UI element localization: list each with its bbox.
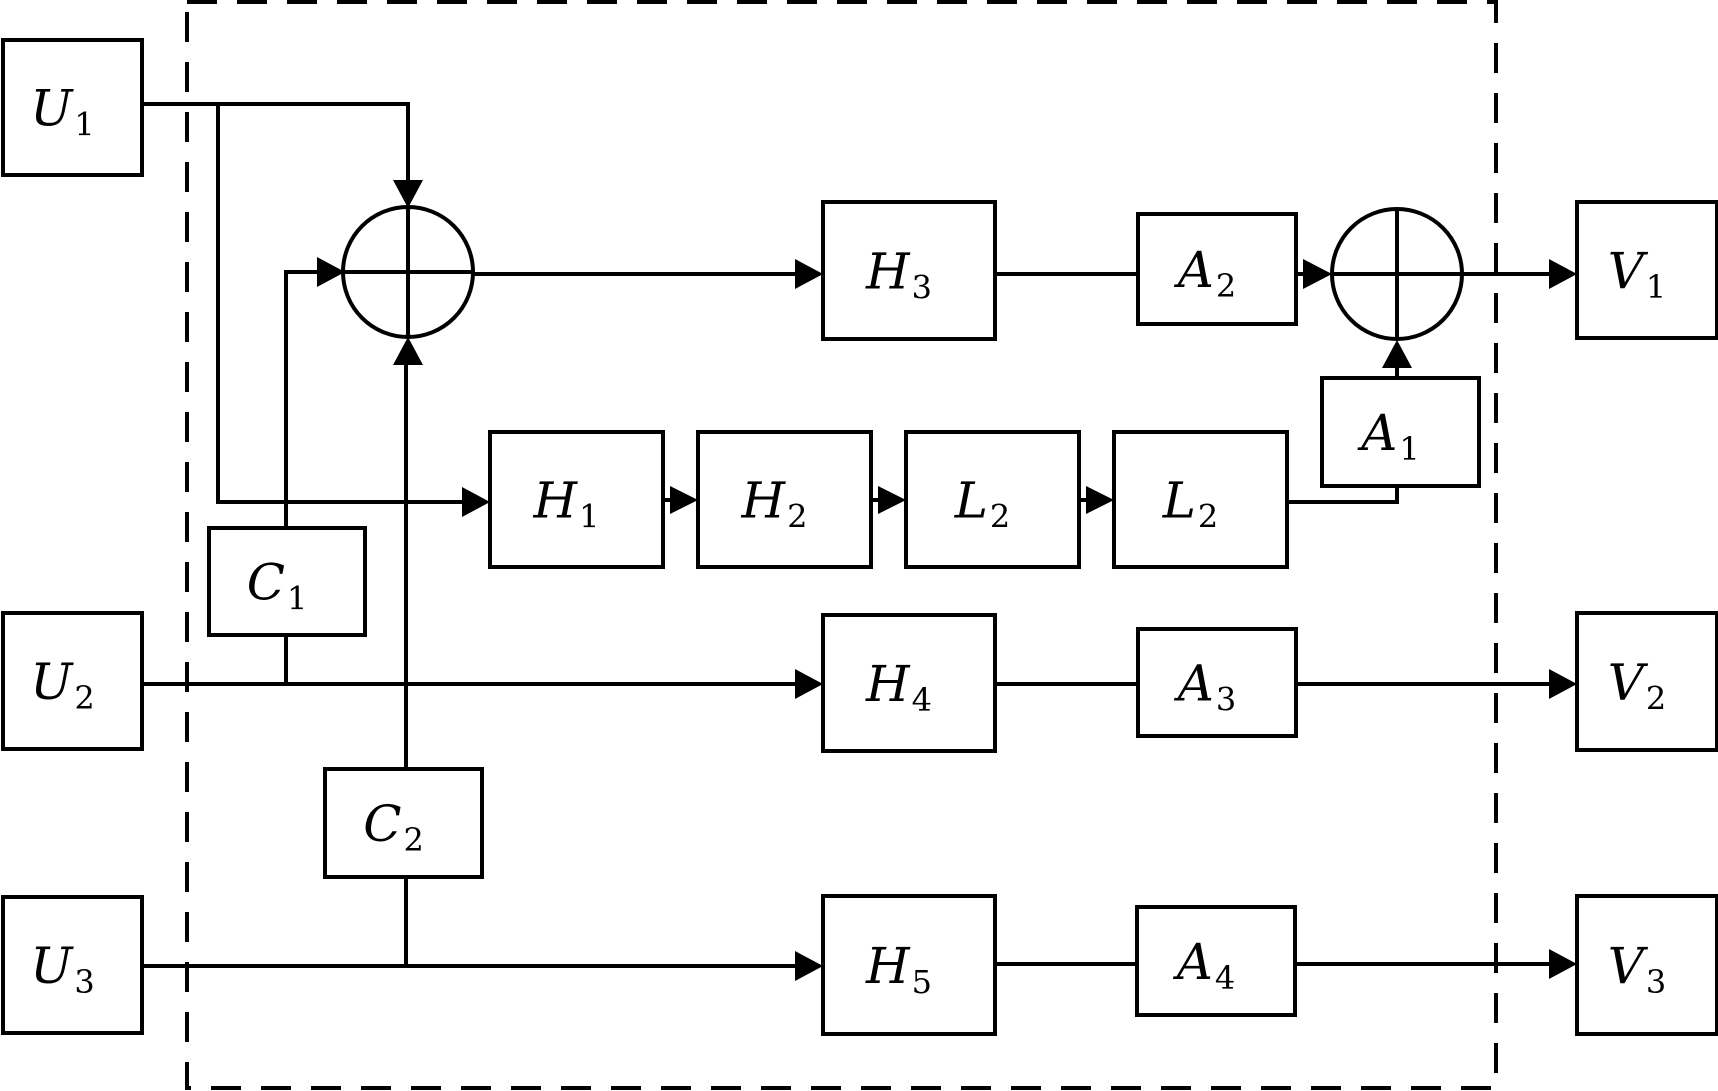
block-a2: A2 bbox=[1136, 212, 1298, 326]
block-frame bbox=[1575, 894, 1718, 1036]
block-label: A4 bbox=[1173, 933, 1235, 997]
arrowhead-right-s1 bbox=[317, 257, 345, 287]
block-frame bbox=[1575, 200, 1718, 340]
block-h2: H2 bbox=[696, 430, 873, 569]
arrowhead-right-h5 bbox=[795, 951, 823, 981]
arrowhead-right-v3 bbox=[1549, 949, 1577, 979]
block-h4: H4 bbox=[821, 613, 997, 753]
summing-junction-2 bbox=[1330, 207, 1464, 341]
block-h3: H3 bbox=[821, 200, 997, 341]
block-frame bbox=[821, 200, 997, 341]
block-l2b: L2 bbox=[1112, 430, 1289, 569]
block-label: H3 bbox=[865, 243, 932, 307]
block-label: A3 bbox=[1174, 655, 1236, 719]
arrowhead-right-s2 bbox=[1303, 259, 1332, 289]
output-block-v3: V3 bbox=[1575, 894, 1718, 1036]
block-frame bbox=[1575, 611, 1718, 752]
block-frame bbox=[1136, 212, 1298, 326]
block-a4: A4 bbox=[1135, 905, 1297, 1017]
block-frame bbox=[1135, 905, 1297, 1017]
arrowhead-right-h2 bbox=[670, 486, 698, 514]
block-label: L2 bbox=[1162, 472, 1219, 536]
block-label: V2 bbox=[1608, 654, 1666, 718]
block-a1: A1 bbox=[1320, 376, 1481, 488]
block-frame bbox=[904, 430, 1081, 569]
block-frame bbox=[1112, 430, 1289, 569]
input-block-u1: U1 bbox=[1, 38, 144, 177]
arrowhead-right-h1 bbox=[462, 487, 490, 517]
block-frame bbox=[1, 38, 144, 177]
block-a3: A3 bbox=[1136, 627, 1298, 738]
block-label: C1 bbox=[247, 554, 308, 618]
input-block-u3: U3 bbox=[1, 895, 144, 1035]
block-h1: H1 bbox=[488, 430, 665, 569]
arrowhead-up-s1 bbox=[393, 337, 423, 365]
block-label: L2 bbox=[954, 472, 1011, 536]
block-frame bbox=[1136, 627, 1298, 738]
block-frame bbox=[821, 613, 997, 753]
arrowhead-right-v1 bbox=[1549, 259, 1577, 289]
output-block-v2: V2 bbox=[1575, 611, 1718, 752]
block-frame bbox=[207, 526, 367, 637]
wire-l2b-a1 bbox=[1287, 486, 1399, 504]
block-label: A2 bbox=[1174, 241, 1236, 305]
block-label: U2 bbox=[30, 653, 95, 717]
block-frame bbox=[1320, 376, 1481, 488]
block-frame bbox=[1, 611, 144, 751]
block-label: H2 bbox=[741, 472, 808, 536]
block-label: H5 bbox=[865, 937, 932, 1001]
block-frame bbox=[323, 767, 484, 879]
arrowhead-right-v2 bbox=[1549, 669, 1577, 699]
arrowhead-right-h4 bbox=[795, 669, 823, 699]
block-label: H4 bbox=[865, 655, 932, 719]
block-frame bbox=[488, 430, 665, 569]
block-label: A1 bbox=[1357, 404, 1419, 468]
block-l2a: L2 bbox=[904, 430, 1081, 569]
wire-c1-s1 bbox=[284, 270, 320, 528]
block-label: V3 bbox=[1608, 937, 1666, 1001]
system-boundary bbox=[185, 0, 1498, 1090]
arrowhead-right-l2a bbox=[878, 486, 906, 514]
arrowheads bbox=[317, 180, 1577, 981]
block-c1: C1 bbox=[207, 526, 367, 637]
block-label: U3 bbox=[30, 937, 95, 1001]
block-label: U1 bbox=[30, 80, 95, 144]
block-label: V1 bbox=[1608, 242, 1666, 306]
block-label: H1 bbox=[533, 472, 600, 536]
wire-u1-s1 bbox=[142, 102, 410, 185]
arrowhead-up-s2 bbox=[1382, 340, 1412, 368]
input-block-u2: U2 bbox=[1, 611, 144, 751]
arrowhead-right-h3 bbox=[795, 259, 823, 289]
block-label: C2 bbox=[363, 795, 424, 859]
block-frame bbox=[821, 894, 997, 1036]
block-frame bbox=[1, 895, 144, 1035]
summing-junction-1 bbox=[341, 205, 475, 339]
block-frame bbox=[696, 430, 873, 569]
output-block-v1: V1 bbox=[1575, 200, 1718, 340]
block-c2: C2 bbox=[323, 767, 484, 879]
arrowhead-right-l2b bbox=[1086, 486, 1114, 514]
wire-u1-h1 bbox=[216, 104, 468, 504]
block-h5: H5 bbox=[821, 894, 997, 1036]
arrowhead-down-s1 bbox=[393, 180, 423, 208]
